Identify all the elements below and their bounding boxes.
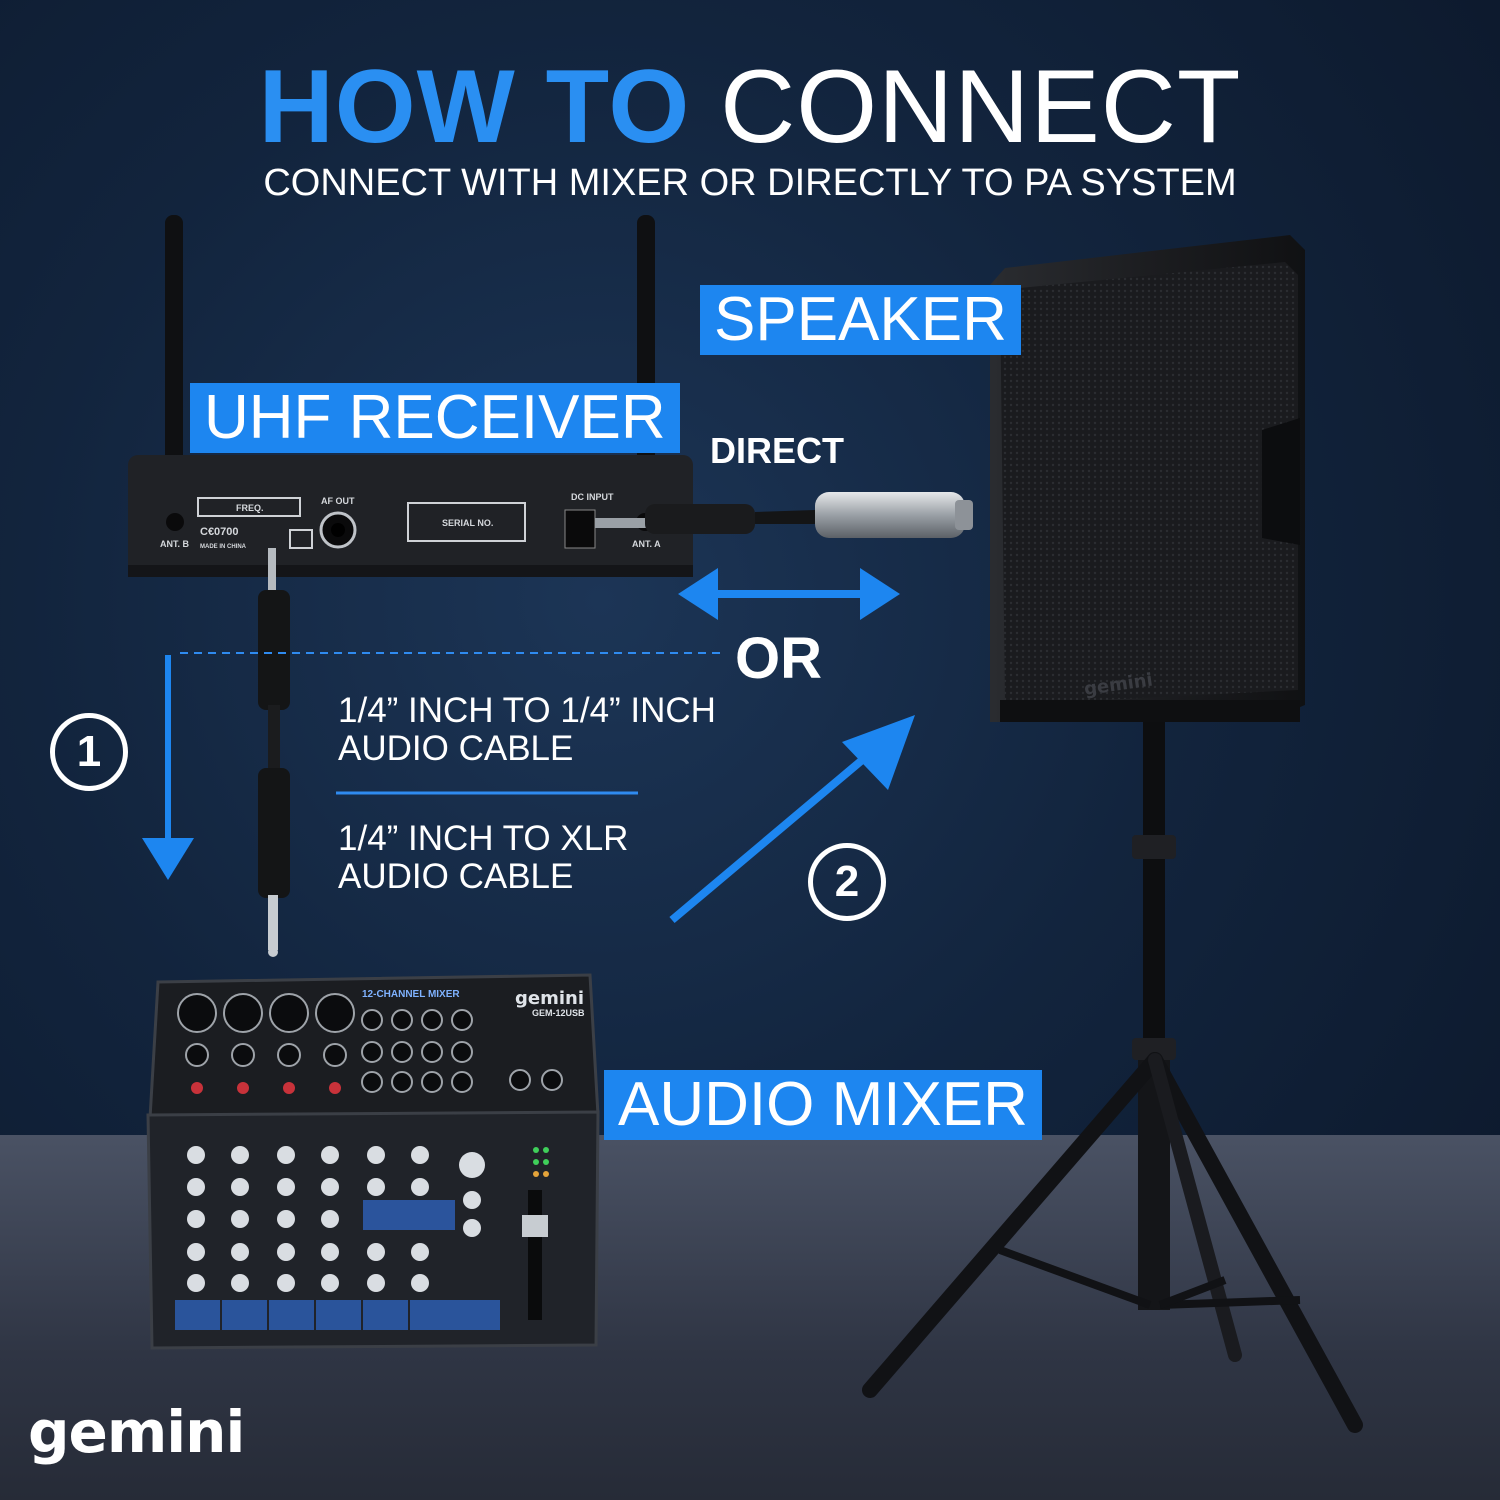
title-main: CONNECT (720, 49, 1242, 165)
receiver-serial-label: SERIAL NO. (442, 518, 493, 528)
speaker-label: SPEAKER (700, 285, 1021, 355)
mixer-model-title: 12-CHANNEL MIXER (362, 989, 460, 1000)
speaker-cabinet (990, 235, 1305, 722)
cable-option-2: 1/4” INCH TO XLR AUDIO CABLE (338, 820, 628, 896)
page-subtitle: CONNECT WITH MIXER OR DIRECTLY TO PA SYS… (263, 162, 1237, 204)
cable-option-2-line-1: 1/4” INCH TO XLR (338, 819, 629, 858)
receiver-ce-mark: C€0700 (200, 526, 239, 538)
receiver-body (128, 455, 693, 577)
step-2-badge: 2 (808, 843, 886, 921)
cable-option-2-line-2: AUDIO CABLE (338, 857, 574, 896)
receiver-af-out-label: AF OUT (321, 496, 355, 506)
speaker-stand (862, 720, 1363, 1433)
mixer-brand: gemini (515, 988, 584, 1009)
receiver-made-in: MADE IN CHINA (200, 544, 247, 550)
cable-option-1-line-1: 1/4” INCH TO 1/4” INCH (338, 691, 716, 730)
direct-label: DIRECT (710, 430, 844, 471)
or-label: OR (735, 626, 822, 691)
direct-double-arrow-icon (678, 568, 900, 620)
mixer-model: GEM-12USB (532, 1008, 585, 1018)
receiver-ant-a-label: ANT. A (632, 539, 661, 549)
step-1-arrow-icon (142, 655, 194, 880)
audio-mixer (146, 973, 600, 1350)
receiver-dc-input-label: DC INPUT (571, 492, 614, 502)
quarter-inch-cable (258, 548, 290, 957)
gemini-logo: gemini (28, 1398, 245, 1466)
page-title: HOW TO CONNECT (0, 48, 1500, 167)
cable-option-1-line-2: AUDIO CABLE (338, 729, 574, 768)
step-2-arrow-icon (669, 715, 915, 924)
receiver-label: UHF RECEIVER (190, 383, 680, 453)
xlr-cable (595, 492, 973, 538)
cable-option-1: 1/4” INCH TO 1/4” INCH AUDIO CABLE (338, 692, 716, 768)
step-1-badge: 1 (50, 713, 128, 791)
receiver-ant-b-label: ANT. B (160, 539, 190, 549)
receiver-freq-label: FREQ. (236, 503, 264, 513)
title-accent: HOW TO (258, 49, 691, 165)
mixer-label: AUDIO MIXER (604, 1070, 1042, 1140)
